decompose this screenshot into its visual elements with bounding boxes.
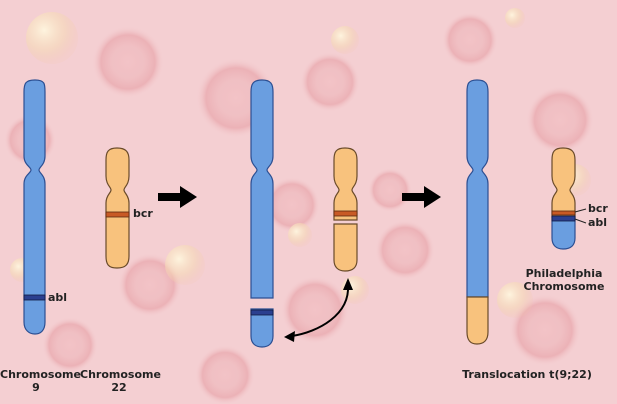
bubble xyxy=(288,223,312,247)
chromosome-22-broken xyxy=(333,147,358,272)
chromosome-22-label-line2: 22 xyxy=(111,381,127,394)
chromosome-22-label: Chromosome 22 xyxy=(80,368,161,394)
blood-cell xyxy=(264,177,320,233)
swap-arrow-icon xyxy=(284,278,353,342)
bubble xyxy=(497,282,533,318)
blood-cell xyxy=(375,220,435,280)
derivative-9-body xyxy=(466,79,489,298)
abl-gene-label: abl xyxy=(588,216,608,229)
chromosome-9-label: Chromosome 9 xyxy=(0,368,81,394)
bcr-gene-band xyxy=(551,210,576,216)
chromosome-22 xyxy=(105,147,130,269)
abl-gene-label: abl xyxy=(48,291,68,304)
derivative-chromosome-9 xyxy=(466,79,489,345)
abl-gene-band xyxy=(551,215,576,222)
philadelphia-label-line1: Philadelphia xyxy=(525,267,603,280)
blood-cell xyxy=(300,52,360,112)
abl-pointer-line xyxy=(574,218,587,224)
chromosome-22-upper-fragment xyxy=(333,147,358,221)
abl-gene-band xyxy=(23,294,46,301)
philadelphia-upper xyxy=(551,147,576,218)
chromosome-22-label-line1: Chromosome xyxy=(80,368,161,381)
bubble xyxy=(26,12,78,64)
chromosome-9-body xyxy=(23,79,46,335)
right-arrow-icon xyxy=(402,186,441,208)
blood-cell xyxy=(368,168,412,212)
philadelphia-chromosome-label: Philadelphia Chromosome xyxy=(523,267,605,293)
blood-cell xyxy=(442,12,498,68)
blood-cell xyxy=(195,345,255,404)
bcr-gene-label: bcr xyxy=(588,202,608,215)
chromosome-9-broken xyxy=(250,79,274,348)
bubble xyxy=(505,8,525,28)
chromosome-9-label-line2: 9 xyxy=(32,381,40,394)
chromosome-9-label-line1: Chromosome xyxy=(0,368,81,381)
philadelphia-chromosome xyxy=(551,147,576,250)
decorative-cells xyxy=(4,12,594,404)
bcr-gene-label: bcr xyxy=(133,207,153,220)
bcr-gene-band xyxy=(105,211,130,218)
bubble xyxy=(331,26,359,54)
abl-gene-band xyxy=(250,309,274,316)
gene-pointer-lines xyxy=(574,208,587,224)
bubble xyxy=(165,245,205,285)
chromosome-9 xyxy=(23,79,46,335)
chromosome-9-tail-fragment xyxy=(250,308,274,348)
blood-cell xyxy=(92,26,164,98)
right-arrow-icon xyxy=(158,186,197,208)
blood-cell xyxy=(281,276,349,344)
blood-cell xyxy=(526,86,594,154)
derivative-9-translocated-tail xyxy=(466,296,489,345)
chromosome-22-body xyxy=(105,147,130,269)
philadelphia-label-line2: Chromosome xyxy=(523,280,605,293)
blood-cell xyxy=(42,317,98,373)
bcr-pointer-line xyxy=(574,208,587,213)
philadelphia-lower xyxy=(551,216,576,250)
chromosome-9-upper-fragment xyxy=(250,79,274,299)
chromosome-22-lower-fragment xyxy=(333,223,358,272)
bcr-gene-band xyxy=(333,210,358,217)
translocation-label: Translocation t(9;22) xyxy=(462,368,592,381)
